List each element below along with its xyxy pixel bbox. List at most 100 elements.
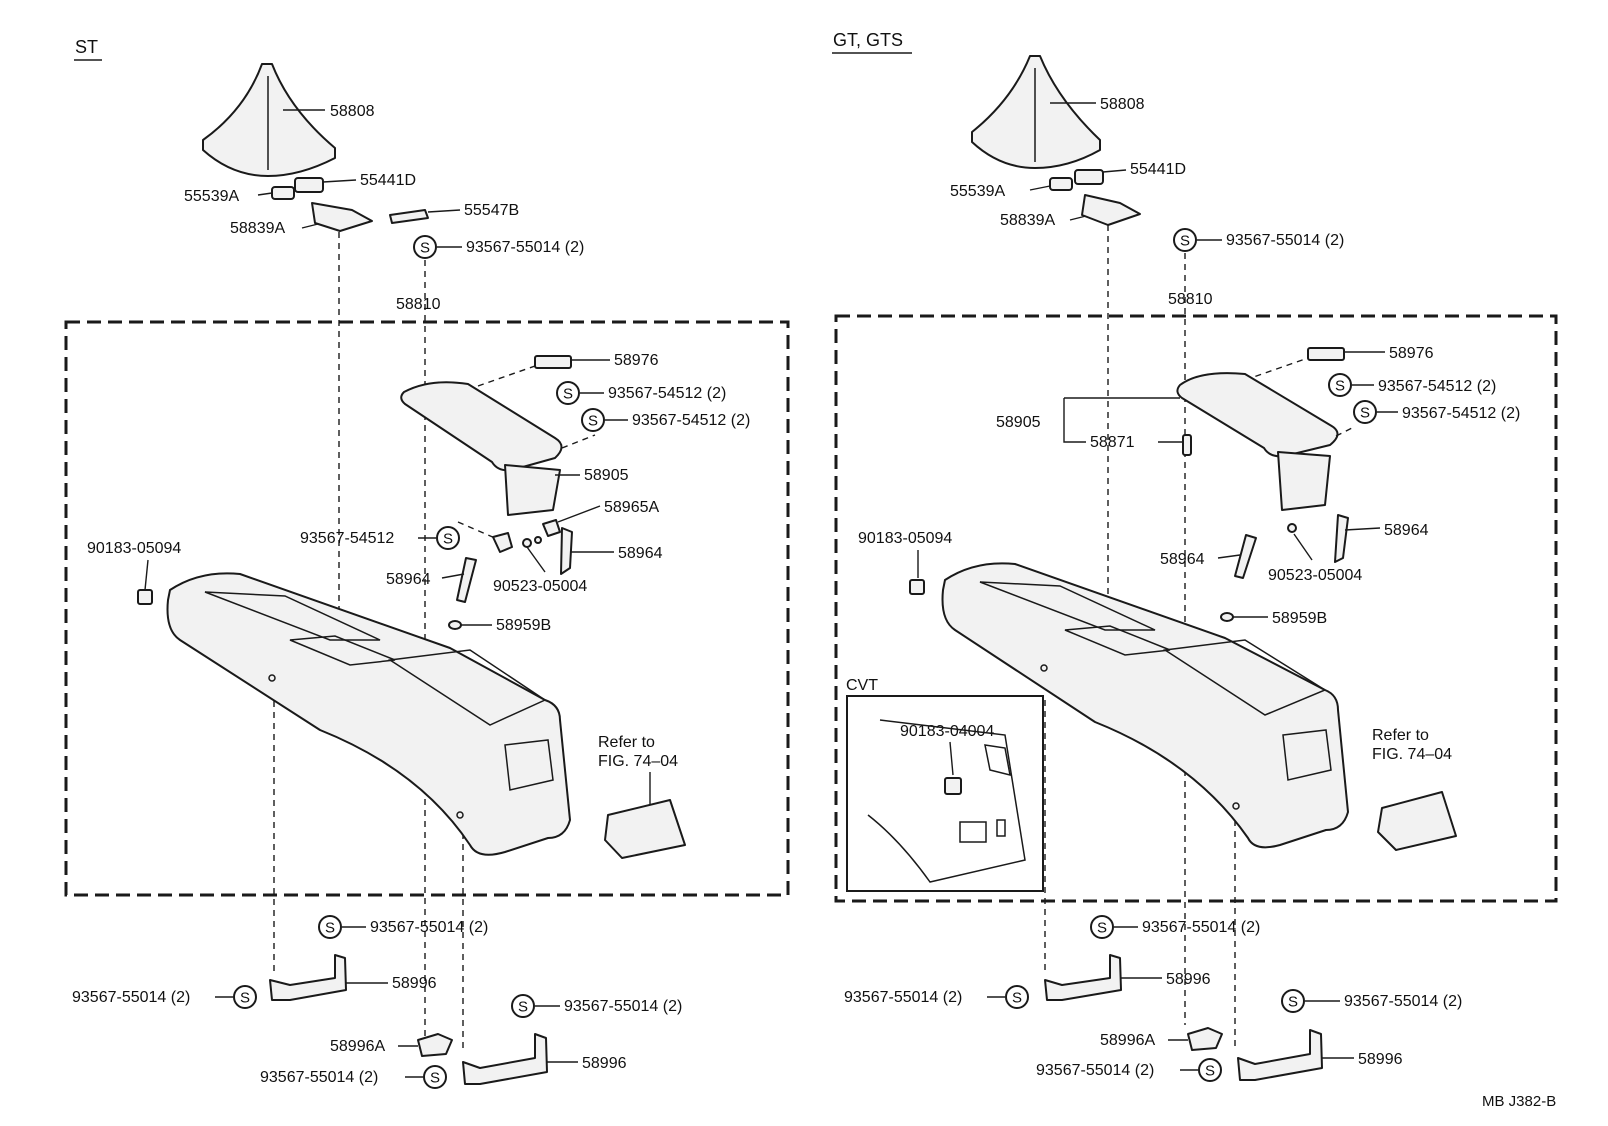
- retainer-55547b: [389, 209, 429, 224]
- label-s-top: 93567-55014 (2): [1226, 232, 1344, 249]
- label-58964-b: 58964: [1160, 551, 1205, 568]
- label-refer-2: FIG. 74–04: [598, 753, 678, 770]
- section-title-st: ST: [75, 37, 98, 57]
- console-shifter-opening: [979, 581, 1156, 631]
- assembly-box-58810: [834, 314, 1558, 903]
- s-mark-icon: S: [1198, 1058, 1222, 1082]
- label-s-b4: 93567-55014 (2): [1036, 1062, 1154, 1079]
- drawing-code: MB J382-B: [1482, 1093, 1556, 1110]
- label-58996-b: 58996: [582, 1055, 627, 1072]
- label-58976: 58976: [614, 352, 659, 369]
- bracket-58996-b: [462, 1033, 548, 1085]
- hinge-58976: [534, 355, 572, 369]
- plug-58959b: [1220, 612, 1234, 622]
- leader-55539a: [1029, 185, 1051, 191]
- ashtray: [1377, 791, 1457, 851]
- label-s-b1: 93567-55014 (2): [1142, 919, 1260, 936]
- console-box: [1162, 639, 1327, 716]
- clip-55441d: [1074, 169, 1104, 185]
- label-cvt-part: 90183-04004: [900, 723, 994, 740]
- leader-58965a: [557, 505, 601, 523]
- nut-cvt: [944, 777, 962, 795]
- s-mark-icon: S: [436, 526, 460, 550]
- alignment-line: [1335, 427, 1353, 437]
- label-s-top: 93567-55014 (2): [466, 239, 584, 256]
- label-58996-b: 58996: [1358, 1051, 1403, 1068]
- armrest-lid-hinge-arm: [1277, 451, 1331, 511]
- leader-90183: [144, 559, 149, 591]
- label-s-54512-b: 93567-54512 (2): [1402, 405, 1520, 422]
- label-58871: 58871: [1090, 434, 1135, 451]
- label-s-b2: 93567-55014 (2): [72, 989, 190, 1006]
- label-90183: 90183-05094: [87, 540, 181, 557]
- nut-90183: [137, 589, 153, 605]
- label-s-54512-c: 93567-54512: [300, 530, 394, 547]
- cvt-title: CVT: [846, 677, 878, 694]
- lever-58964: [456, 557, 477, 603]
- lever-58964: [1334, 514, 1349, 563]
- console-pocket: [1282, 729, 1332, 781]
- s-mark-icon: S: [511, 994, 535, 1018]
- leader-55441d: [322, 179, 357, 183]
- plug-58959b: [448, 620, 462, 630]
- label-58996a: 58996A: [330, 1038, 385, 1055]
- label-s-b4: 93567-55014 (2): [260, 1069, 378, 1086]
- leader-58839a: [1069, 215, 1087, 221]
- leader-90523: [526, 546, 546, 573]
- label-s-b3: 93567-55014 (2): [564, 998, 682, 1015]
- label-58808: 58808: [330, 103, 375, 120]
- leader-55547b: [427, 209, 461, 213]
- section-title-gt-gts: GT, GTS: [833, 30, 903, 50]
- s-mark-icon: S: [1090, 915, 1114, 939]
- label-58959b: 58959B: [496, 617, 551, 634]
- leader-90523: [1293, 533, 1313, 561]
- bracket-58996a: [417, 1033, 453, 1057]
- svg-text:S: S: [1097, 920, 1107, 937]
- svg-text:S: S: [1012, 990, 1022, 1007]
- clip-55441d: [294, 177, 324, 193]
- svg-text:S: S: [1205, 1063, 1215, 1080]
- svg-text:S: S: [563, 386, 573, 403]
- label-s-54512-b: 93567-54512 (2): [632, 412, 750, 429]
- cvt-console-panel: [959, 821, 987, 843]
- lever-58964: [1234, 534, 1257, 579]
- s-mark-icon: S: [1281, 989, 1305, 1013]
- label-refer-2: FIG. 74–04: [1372, 746, 1452, 763]
- alignment-line: [477, 365, 536, 387]
- cvt-inset-frame: [846, 695, 1044, 892]
- label-s-b2: 93567-55014 (2): [844, 989, 962, 1006]
- leader-58964-b: [1217, 554, 1241, 559]
- label-58959b: 58959B: [1272, 610, 1327, 627]
- label-58996-a: 58996: [1166, 971, 1211, 988]
- label-58965a: 58965A: [604, 499, 659, 516]
- label-refer-1: Refer to: [1372, 727, 1429, 744]
- label-58839a: 58839A: [230, 220, 285, 237]
- bracket-58996a: [1187, 1027, 1223, 1051]
- svg-text:S: S: [1180, 233, 1190, 250]
- section-gt-gts: GT, GTS 58808 55441D 55539A 58839A S 935…: [832, 30, 1558, 1082]
- shift-boot: [971, 55, 1101, 169]
- section-st: ST 58808 55441D 55539A 55547B 58839A S 9…: [64, 37, 790, 1089]
- hinge-58976: [1307, 347, 1345, 361]
- console-shifter-opening: [204, 591, 381, 641]
- label-58996-a: 58996: [392, 975, 437, 992]
- label-55539a: 55539A: [950, 183, 1005, 200]
- label-90523: 90523-05004: [493, 578, 587, 595]
- svg-text:S: S: [420, 240, 430, 257]
- label-55441d: 55441D: [1130, 161, 1186, 178]
- svg-text:S: S: [1288, 994, 1298, 1011]
- label-55547b: 55547B: [464, 202, 519, 219]
- s-mark-icon: S: [1328, 373, 1352, 397]
- cvt-inset: CVT 90183-04004: [846, 677, 1044, 892]
- clip-58965a: [542, 519, 561, 537]
- svg-text:S: S: [240, 990, 250, 1007]
- label-58905: 58905: [996, 414, 1041, 431]
- s-mark-icon: S: [413, 235, 437, 259]
- plate-58839a: [311, 202, 373, 232]
- s-mark-icon: S: [556, 381, 580, 405]
- cvt-console-detail: [984, 744, 1011, 777]
- leader-55441d: [1102, 169, 1127, 173]
- bracket-58996-a: [1044, 954, 1122, 1001]
- label-refer-1: Refer to: [598, 734, 655, 751]
